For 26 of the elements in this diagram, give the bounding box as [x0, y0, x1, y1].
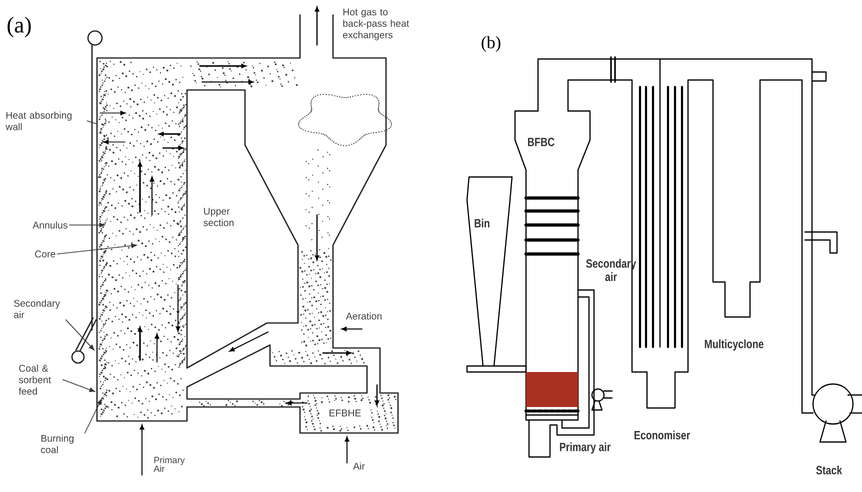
flow-label: Aeration: [346, 312, 382, 320]
leader-line: [86, 120, 98, 124]
callout-label: Annulus: [32, 221, 68, 229]
flow-label: Primary Air: [154, 456, 185, 472]
callout-label: Secondary air: [14, 300, 60, 318]
bin-label: Bin: [474, 218, 490, 228]
callout-label: Core: [35, 250, 56, 258]
component-label: Stack: [816, 466, 842, 474]
leader-line: [56, 243, 137, 254]
flow-label: Air: [353, 462, 365, 470]
leader-line: [65, 319, 94, 350]
leader-line: [84, 399, 102, 434]
panel-label: (a): [8, 16, 31, 38]
callout-label: Heat absorbing wall: [6, 112, 72, 130]
component-label: Multicyclone: [704, 339, 764, 351]
section-label: Upper section: [204, 208, 234, 226]
section-label: EFBHE: [330, 410, 361, 416]
component-label: Primary air: [560, 442, 611, 454]
leader-line: [62, 379, 95, 392]
component-label: BFBC: [528, 138, 554, 146]
flow-label: Hot gas to back-pass heat exchangers: [343, 8, 410, 40]
component-label: Economiser: [634, 430, 690, 440]
callout-label: Burning coal: [41, 434, 74, 454]
panel-label: (b): [482, 36, 500, 52]
callout-label: Coal & sorbent feed: [18, 364, 51, 395]
leader-line: [68, 222, 105, 228]
